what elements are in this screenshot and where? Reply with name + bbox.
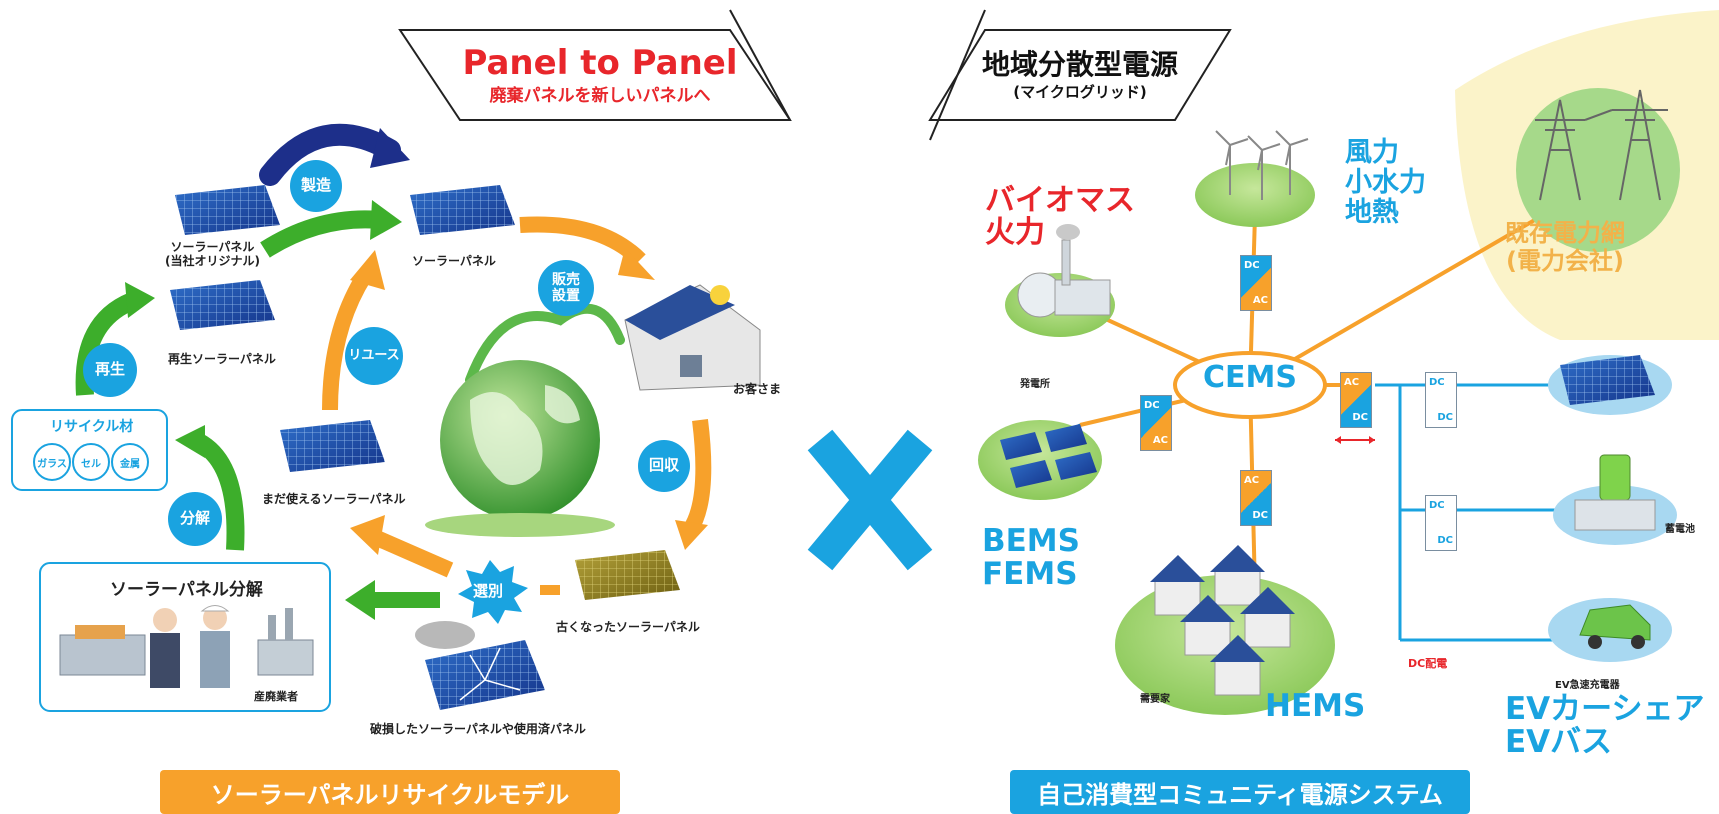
- converter-wind: DC AC: [1240, 255, 1272, 311]
- reuse-arrow: [322, 270, 372, 411]
- step-manufacture: 製造: [290, 160, 342, 212]
- left-banner: ソーラーパネルリサイクルモデル: [160, 770, 620, 814]
- converter-battery-dc-in: DC: [1429, 500, 1445, 511]
- panel-new-image: [410, 185, 515, 235]
- converter-bems: DC AC: [1140, 395, 1172, 451]
- sort-starburst: [458, 560, 528, 624]
- battery-image: [1574, 454, 1656, 531]
- converter-bems-ac: AC: [1152, 435, 1168, 446]
- step-sales-install: 販売 設置: [538, 260, 594, 316]
- converter-solar-dc-out: DC: [1437, 412, 1453, 423]
- step-collect: 回収: [638, 440, 690, 492]
- disassembly-illustration: [59, 605, 314, 688]
- label-consumer: 需要家: [1140, 694, 1170, 705]
- label-panel-original: ソーラーパネル (当社オリジナル): [165, 240, 260, 269]
- manufacture-arrow: [259, 123, 401, 186]
- converter-hems: AC DC: [1240, 470, 1272, 526]
- label-ev-carshare: EVカーシェア EVバス: [1505, 691, 1705, 760]
- label-existing-grid: 既存電力網 (電力会社): [1505, 219, 1625, 275]
- label-panel-old: 古くなったソーラーパネル: [556, 620, 700, 634]
- recycle-item-metal: 金属: [120, 459, 140, 470]
- label-dc-distribution: DC配電: [1408, 657, 1448, 670]
- recycle-item-glass: ガラス: [37, 459, 67, 470]
- disassembly-title: ソーラーパネル分解: [110, 580, 263, 600]
- label-panel-recycled: 再生ソーラーパネル: [168, 352, 276, 366]
- converter-solar-dc-in: DC: [1429, 377, 1445, 388]
- step-disassemble: 分解: [168, 492, 222, 546]
- power-plant-image: [1017, 224, 1111, 318]
- converter-wind-ac: AC: [1252, 295, 1268, 306]
- panel-broken-image: [415, 621, 545, 710]
- panel-old-image: [575, 550, 680, 600]
- label-ev-charger: EV急速充電器: [1555, 680, 1620, 691]
- converter-solar-dcdc: DC DC: [1425, 372, 1457, 428]
- wind-turbines-image: [1215, 130, 1309, 200]
- multiply-sign: [807, 429, 933, 571]
- step-reuse: リユース: [345, 327, 403, 385]
- converter-main-ac: AC: [1344, 377, 1360, 388]
- dc-lines: [1039, 383, 1600, 642]
- label-panel-new: ソーラーパネル: [412, 254, 496, 268]
- step-regenerate: 再生: [83, 343, 137, 397]
- multiply-symbol-text: ×: [845, 470, 846, 471]
- left-title-main: Panel to Panel: [462, 42, 738, 83]
- label-renewables: 風力 小水力 地熱: [1345, 137, 1426, 229]
- label-panel-usable: まだ使えるソーラーパネル: [262, 492, 406, 506]
- green-arrow-to-new-panel: [260, 210, 381, 258]
- right-banner: 自己消費型コミュニティ電源システム: [1010, 770, 1470, 814]
- converter-main-acdc: AC DC: [1340, 372, 1372, 428]
- collect-arrow: [683, 419, 712, 535]
- left-title-sub: 廃棄パネルを新しいパネルへ: [489, 86, 711, 107]
- converter-battery-dcdc: DC DC: [1425, 495, 1457, 551]
- customer-house-image: [624, 284, 761, 391]
- label-battery: 蓄電池: [1665, 524, 1695, 535]
- converter-hems-ac: AC: [1244, 475, 1260, 486]
- transmission-towers-image: [1535, 89, 1668, 201]
- label-plant: 発電所: [1020, 379, 1050, 390]
- right-title-sub: (マイクログリッド): [1013, 82, 1147, 101]
- to-usable-panel-arrow: [366, 527, 454, 578]
- globe-image: [425, 303, 625, 537]
- label-hems: HEMS: [1265, 688, 1366, 724]
- label-bems-fems: BEMS FEMS: [982, 523, 1080, 592]
- panel-usable-image: [280, 420, 385, 472]
- hems-houses-image: [1150, 545, 1295, 696]
- converter-battery-dc-out: DC: [1437, 535, 1453, 546]
- left-title: Panel to Panel 廃棄パネルを新しいパネルへ: [440, 38, 760, 114]
- label-panel-broken: 破損したソーラーパネルや使用済パネル: [370, 722, 586, 736]
- converter-wind-dc: DC: [1244, 260, 1260, 271]
- converter-bems-dc: DC: [1144, 400, 1160, 411]
- converter-main-dc: DC: [1352, 412, 1368, 423]
- label-industrial-waste: 産廃業者: [254, 690, 298, 703]
- sales-arrow: [519, 216, 646, 266]
- panel-recycled-image: [170, 280, 275, 330]
- right-title: 地域分散型電源 (マイクログリッド): [960, 38, 1200, 114]
- label-customer: お客さま: [733, 382, 782, 396]
- cems-node: [1173, 351, 1327, 419]
- converter-hems-dc: DC: [1252, 510, 1268, 521]
- right-title-frame: [928, 29, 1232, 121]
- step-sort: 選別: [472, 582, 503, 601]
- right-title-main: 地域分散型電源: [981, 48, 1178, 82]
- bems-panels-image: [1000, 424, 1097, 488]
- ev-car-image: [1579, 604, 1651, 649]
- cems-label: CEMS: [1203, 360, 1297, 395]
- wind-disk: [1195, 163, 1315, 227]
- panel-original-image: [175, 185, 280, 235]
- label-biomass: バイオマス 火力: [985, 183, 1135, 250]
- recycle-material-title: リサイクル材: [50, 419, 134, 435]
- right-solar-panel-image: [1560, 355, 1655, 405]
- recycle-item-cell: セル: [81, 459, 101, 470]
